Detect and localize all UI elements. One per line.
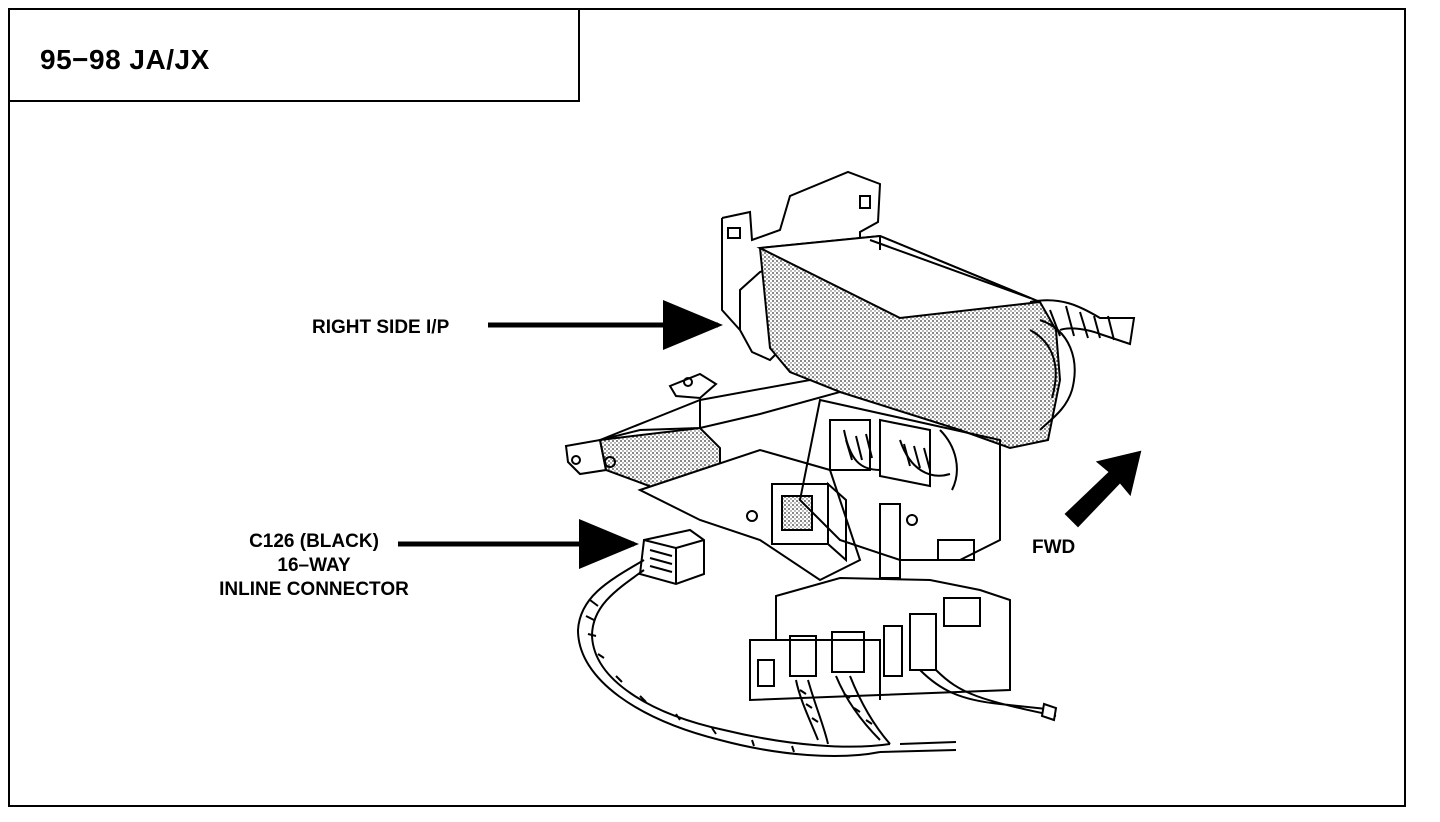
title-box: 95−98 JA/JX — [8, 8, 580, 102]
forward-arrow-icon — [1064, 450, 1142, 528]
page-title: 95−98 JA/JX — [40, 44, 210, 75]
callout-fwd: FWD — [1032, 537, 1076, 558]
callout-c126-line2: 16–WAY — [277, 555, 351, 576]
callout-c126-connector: C126 (BLACK) 16–WAY INLINE CONNECTOR — [196, 530, 432, 602]
diagram-frame — [8, 8, 1406, 807]
callout-right-side-ip: RIGHT SIDE I/P — [312, 317, 450, 338]
instrument-panel-bracket — [564, 170, 1136, 757]
callout-c126-line3: INLINE CONNECTOR — [219, 579, 409, 600]
callout-c126-line1: C126 (BLACK) — [249, 531, 379, 552]
